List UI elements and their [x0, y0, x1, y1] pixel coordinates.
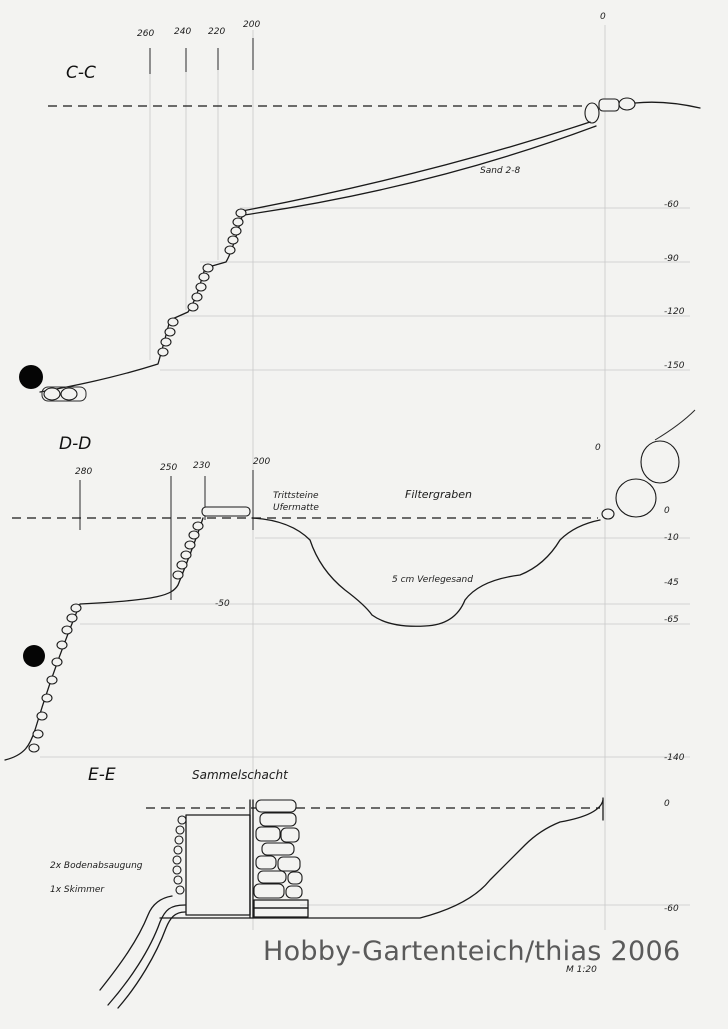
ee-shaft-base-slab — [253, 899, 309, 909]
cc-edge-stone — [598, 98, 620, 112]
dd-depth-label-4: -65 — [664, 615, 679, 625]
cc-edge-stone — [584, 102, 600, 124]
ee-note-skimmer: 1x Skimmer — [50, 885, 105, 895]
cc-depth-label-3: -120 — [664, 307, 685, 317]
dd-top-label-3: 230 — [193, 461, 210, 471]
watermark-text: Hobby-Gartenteich/thias 2006 — [263, 936, 681, 967]
ee-stone-wall — [253, 799, 303, 899]
ee-shaft-base-slab — [253, 907, 309, 918]
section-d-d-title: D-D — [59, 434, 91, 454]
ee-sammelschacht-heading: Sammelschacht — [192, 768, 289, 782]
cc-tick-arrows — [149, 38, 254, 74]
ee-pond-bottom-profile — [159, 799, 604, 919]
dd-boulder — [640, 440, 680, 484]
dd-wall-stones — [28, 521, 204, 753]
dd-depth-label-5: -140 — [664, 753, 685, 763]
cc-sand-annotation: Sand 2-8 — [480, 166, 520, 176]
dd-minus50-label: -50 — [215, 599, 230, 609]
ee-suction-pipe — [117, 911, 186, 1009]
dd-ufermatte-label: Ufermatte — [273, 503, 319, 513]
ee-scale-label: M 1:20 — [566, 965, 597, 975]
dd-drain-marker — [23, 645, 45, 667]
section-c-c: C-C 260 240 220 200 0 Sand 2-8 — [19, 12, 701, 402]
ee-left-stones — [172, 815, 187, 895]
cc-wall-stones — [157, 208, 247, 357]
cc-top-label-4: 200 — [243, 20, 260, 30]
cc-edge-stone — [618, 97, 636, 111]
horizontal-guide-lines — [40, 207, 690, 906]
cc-top-label-2: 240 — [174, 27, 191, 37]
dd-stepping-stones — [201, 506, 251, 517]
ee-note-bodenabsaugung: 2x Bodenabsaugung — [50, 861, 143, 871]
cc-bottom-pipe — [43, 387, 61, 401]
cc-bottom-pipe — [60, 387, 78, 401]
dd-top-label-1: 280 — [75, 467, 92, 477]
dd-top-label-4: 200 — [253, 457, 270, 467]
vertical-guide-lines — [149, 25, 606, 930]
dd-depth-label-2: -10 — [664, 533, 679, 543]
section-d-d: D-D 280 250 230 200 0 Trittsteine Uferma… — [4, 409, 696, 763]
ee-depth-label-2: -60 — [664, 904, 679, 914]
ee-collection-shaft — [185, 814, 251, 916]
dd-ground-line — [654, 409, 696, 441]
section-c-c-title: C-C — [66, 63, 96, 83]
dd-depth-label-1: 0 — [664, 506, 670, 516]
dd-tick-lines — [79, 470, 254, 600]
cc-depth-label-2: -90 — [664, 254, 679, 264]
cc-top-label-3: 220 — [208, 27, 225, 37]
dd-edge-stone — [601, 508, 615, 520]
dd-zero-top-label: 0 — [595, 443, 601, 453]
cc-pipe-housing — [41, 386, 87, 402]
cc-pond-wall-profile — [39, 209, 245, 393]
section-e-e-title: E-E — [88, 765, 116, 785]
cc-depth-label-1: -60 — [664, 200, 679, 210]
dd-depth-label-3: -45 — [664, 578, 679, 588]
ee-suction-pipe — [107, 904, 186, 1006]
cc-drain-marker — [19, 365, 43, 389]
cc-top-label-1: 260 — [137, 29, 154, 39]
dd-pond-wall-profile — [4, 517, 204, 761]
section-e-e: E-E Sammelschacht — [50, 765, 679, 1009]
cc-ground-line — [634, 101, 701, 109]
cc-sand-upper-edge — [241, 121, 591, 212]
cc-depth-label-4: -150 — [664, 361, 685, 371]
dd-verlegesand-label: 5 cm Verlegesand — [392, 575, 473, 585]
dd-filtergraben-label: Filtergraben — [405, 488, 472, 501]
dd-top-label-2: 250 — [160, 463, 177, 473]
dd-filter-trench-profile — [251, 517, 601, 627]
dd-boulder — [615, 478, 657, 518]
cc-zero-label: 0 — [600, 12, 606, 22]
cc-sand-lower-edge — [243, 125, 597, 216]
ee-depth-label-1: 0 — [664, 799, 670, 809]
dd-trittsteine-label: Trittsteine — [273, 491, 319, 501]
ee-suction-pipe — [99, 895, 173, 991]
